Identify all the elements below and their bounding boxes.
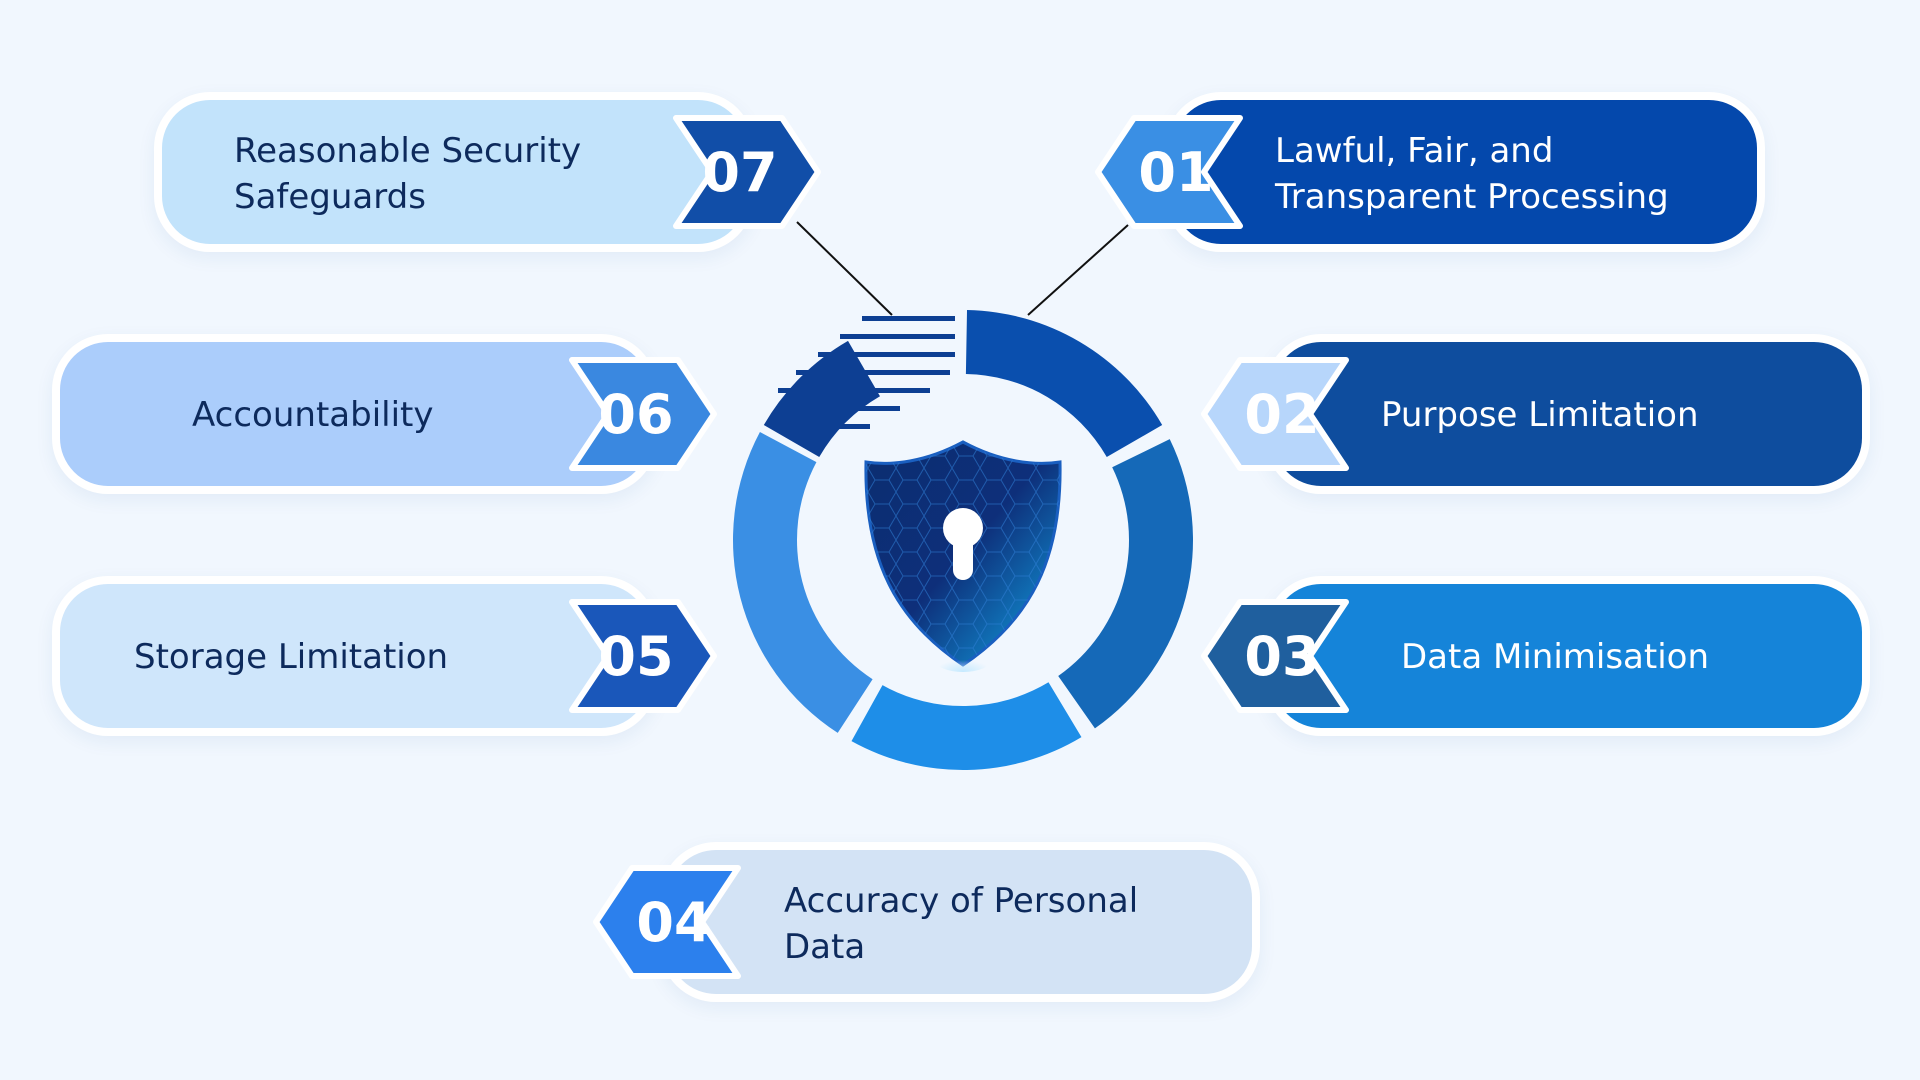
principle-number-01: 01 [1138, 140, 1214, 204]
principle-text-04: Accuracy of Personal Data [784, 881, 1139, 967]
principle-number-03: 03 [1244, 624, 1320, 688]
principle-number-07: 07 [702, 140, 778, 204]
principle-badge-07: 07 [672, 114, 822, 230]
principle-card-05: Storage Limitation [52, 576, 657, 736]
stripe [778, 388, 930, 393]
principle-badge-06: 06 [568, 356, 718, 472]
stripe [862, 316, 955, 321]
principle-card-02: Purpose Limitation [1265, 334, 1870, 494]
principle-card-03: Data Minimisation [1265, 576, 1870, 736]
principle-badge-03: 03 [1200, 598, 1350, 714]
striped-segment [776, 316, 955, 429]
principle-text-02: Purpose Limitation [1381, 395, 1699, 435]
stripe [776, 406, 900, 411]
stripe [840, 334, 955, 339]
principle-text-03: Data Minimisation [1401, 637, 1710, 677]
principle-text-07: Reasonable Security Safeguards [234, 131, 582, 217]
connector-line-07 [796, 221, 893, 316]
stripe [796, 370, 950, 375]
principle-number-02: 02 [1244, 382, 1320, 446]
stripe [780, 424, 870, 429]
ring-segment [965, 310, 1163, 457]
ring-segment [733, 432, 873, 733]
principle-number-06: 06 [598, 382, 674, 446]
connector-line-01 [1027, 224, 1129, 316]
principle-card-07: Reasonable Security Safeguards [154, 92, 754, 252]
principle-badge-05: 05 [568, 598, 718, 714]
principle-card-04: Accuracy of Personal Data [660, 842, 1260, 1002]
principle-text-01: Lawful, Fair, and Transparent Processing [1275, 131, 1669, 217]
ring-segment [851, 682, 1082, 770]
principle-badge-04: 04 [592, 864, 742, 980]
principle-badge-02: 02 [1200, 356, 1350, 472]
ring-segment [1058, 439, 1193, 729]
principle-text-06: Accountability [192, 395, 434, 435]
stripe [818, 352, 955, 357]
principle-text-05: Storage Limitation [134, 637, 449, 677]
ring-segment [763, 340, 880, 457]
principle-badge-01: 01 [1094, 114, 1244, 230]
principle-card-06: Accountability [52, 334, 657, 494]
shield-keyhole-icon [864, 440, 1062, 672]
principle-number-05: 05 [598, 624, 674, 688]
principle-card-01: Lawful, Fair, and Transparent Processing [1165, 92, 1765, 252]
principle-number-04: 04 [636, 890, 712, 954]
